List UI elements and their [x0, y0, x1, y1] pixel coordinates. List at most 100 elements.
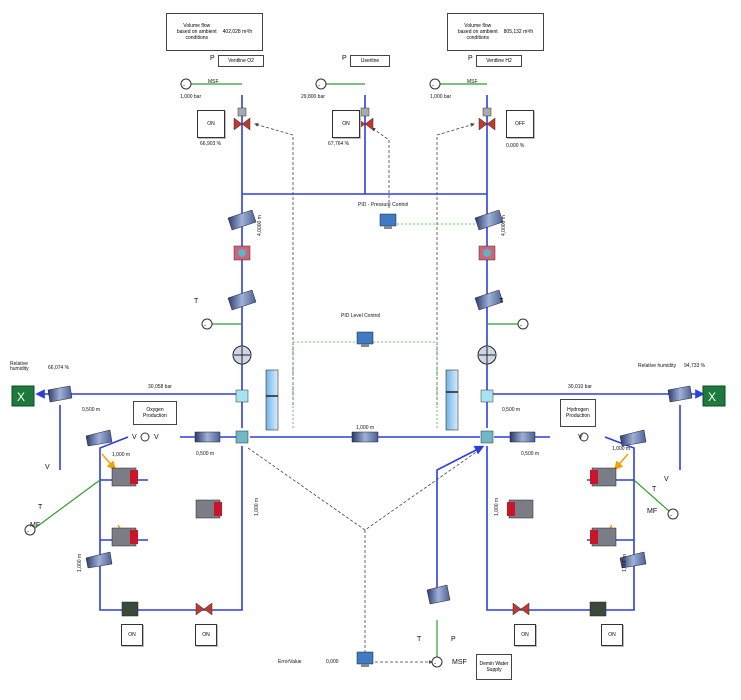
pid-level-controller[interactable]: [356, 331, 374, 347]
temp-gauge-o2[interactable]: -: [201, 318, 213, 330]
pressure-gauge-user[interactable]: -: [315, 78, 327, 90]
pressure-gauge-o2[interactable]: -: [180, 78, 192, 90]
toggle-off-h2[interactable]: OFF: [506, 110, 534, 138]
length-1m-center-left: 1,000 m: [254, 497, 260, 516]
pipe-segment-left-c[interactable]: [85, 551, 113, 569]
pipe-segment-h2-upper[interactable]: [474, 209, 504, 231]
heat-exchanger-center-right[interactable]: [507, 499, 534, 519]
temp-gauge-h2[interactable]: -: [517, 318, 529, 330]
cooler-valve-o2[interactable]: [233, 245, 251, 261]
separator-pressure-o2: 30,058 bar: [148, 384, 172, 390]
pipe-segment-o2-upper[interactable]: [227, 209, 257, 231]
separator-o2[interactable]: [235, 389, 249, 403]
length-4m-h2: 4,0000 m: [501, 215, 507, 236]
length-05-rh-right: 0,500 m: [502, 407, 521, 413]
compressor-o2[interactable]: [232, 345, 252, 365]
pipe-segment-h2-lower[interactable]: [474, 289, 504, 311]
svg-text:-: -: [670, 513, 672, 519]
mf-label-left: MF: [30, 522, 41, 529]
compressor-h2[interactable]: [477, 345, 497, 365]
pressure-o2: 1,000 bar: [180, 94, 202, 100]
vent-valve-h2[interactable]: [478, 107, 496, 131]
p-label-o2: P: [210, 55, 215, 62]
t-label-o2: T: [194, 298, 199, 305]
mixer-h2[interactable]: [480, 430, 494, 444]
t-label-left: T: [38, 504, 43, 511]
p-label-bottom: P: [451, 636, 456, 643]
msf-gauge-bottom[interactable]: -: [431, 656, 443, 668]
pid-level-label: PID Level Control: [341, 313, 381, 319]
cooler-valve-h2[interactable]: [478, 245, 496, 261]
t-label-right: T: [652, 486, 657, 493]
pressure-h2: 1,000 bar: [430, 94, 452, 100]
flow-o2-l2: based on ambient: [176, 29, 217, 35]
toggle-on-bottom-right-1[interactable]: ON: [514, 624, 536, 646]
toggle-on-user[interactable]: ON: [332, 110, 360, 138]
rh-label-left: Relative humidity: [10, 361, 29, 372]
length-05-right: 0,500 m: [521, 451, 540, 457]
svg-text:X: X: [17, 390, 25, 404]
error-value-label: ErrorValue: [278, 659, 302, 665]
pipe-segment-left-a[interactable]: [85, 429, 113, 447]
mf-gauge-left[interactable]: -: [24, 524, 36, 536]
control-valve-right[interactable]: [512, 602, 530, 616]
pipe-segment-right-b[interactable]: [509, 431, 536, 443]
separator-pressure-h2: 30,010 bar: [568, 384, 592, 390]
pipe-segment-right-a[interactable]: [619, 429, 647, 447]
heat-exchanger-center-left[interactable]: [195, 499, 222, 519]
v-label-left-1: V: [132, 434, 137, 441]
pump-left[interactable]: [121, 601, 139, 617]
pid-pressure-label: PID - Pressure Control: [358, 202, 409, 208]
svg-text:-: -: [432, 83, 434, 89]
flow-gauge-left[interactable]: [140, 432, 150, 442]
heat-exchanger-right-1[interactable]: [590, 467, 617, 487]
heat-exchanger-left-1[interactable]: [111, 467, 138, 487]
valve-opening-user: 67,764 %: [328, 141, 350, 147]
toggle-on-bottom-left-2[interactable]: ON: [195, 624, 217, 646]
green-sensor-wires: [34, 83, 671, 662]
msf-label-h2: MSF: [467, 79, 478, 85]
pipe-segment-o2-lower[interactable]: [227, 289, 257, 311]
length-05-rh-left: 0,500 m: [82, 407, 101, 413]
length-1m-center-right: 1,000 m: [494, 497, 500, 516]
error-value-controller[interactable]: [356, 651, 374, 667]
mf-gauge-right[interactable]: -: [667, 508, 679, 520]
pump-right[interactable]: [589, 601, 607, 617]
excel-export-icon-left[interactable]: X: [11, 385, 35, 407]
length-1m-center: 1,000 m: [356, 425, 375, 431]
pipe-segment-rh-left[interactable]: [47, 385, 73, 403]
heat-exchanger-right-2[interactable]: [590, 527, 617, 547]
p-label-user: P: [342, 55, 347, 62]
flow-gauge-right[interactable]: [579, 432, 589, 442]
v-label-right-1: V: [578, 434, 583, 441]
svg-text:-: -: [204, 323, 206, 329]
v-label-left-2: V: [154, 434, 159, 441]
valve-opening-o2: 66,903 %: [200, 141, 222, 147]
mixer-o2[interactable]: [235, 430, 249, 444]
pressure-gauge-h2[interactable]: -: [429, 78, 441, 90]
user-valve[interactable]: [356, 107, 374, 131]
control-signal-lines: [247, 122, 483, 664]
toggle-on-o2[interactable]: ON: [197, 110, 225, 138]
control-valve-left[interactable]: [195, 602, 213, 616]
vent-valve-o2[interactable]: [233, 107, 251, 131]
flow-o2-l1: Volume flow: [183, 23, 211, 29]
pipe-segment-left-b[interactable]: [194, 431, 221, 443]
pipe-segment-rh-right[interactable]: [667, 385, 693, 403]
toggle-on-bottom-left-1[interactable]: ON: [121, 624, 143, 646]
pipe-segment-demin[interactable]: [426, 584, 451, 605]
separator-h2[interactable]: [480, 389, 494, 403]
length-1m-vertical-left: 1,000 m: [77, 553, 83, 572]
msf-label-o2: MSF: [208, 79, 219, 85]
pid-pressure-controller[interactable]: [379, 213, 397, 229]
hydrogen-production-label: Hydrogen Production: [560, 399, 596, 427]
toggle-on-bottom-right-2[interactable]: ON: [601, 624, 623, 646]
heat-exchanger-left-2[interactable]: [111, 527, 138, 547]
oxygen-production-label: Oxygen Production: [133, 401, 177, 425]
excel-export-icon-right[interactable]: X: [702, 385, 726, 407]
pipe-segment-right-c[interactable]: [619, 551, 647, 569]
pipe-segment-center[interactable]: [351, 431, 379, 443]
